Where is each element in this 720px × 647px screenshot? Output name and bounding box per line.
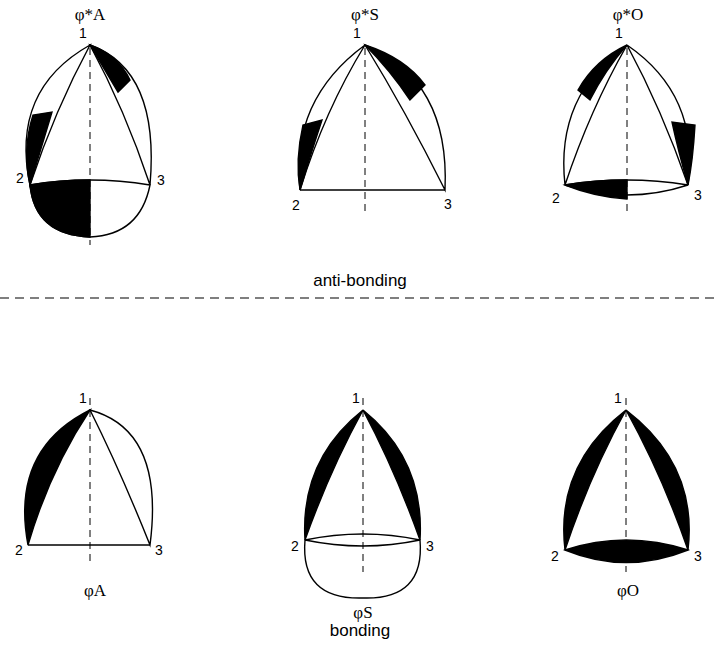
section-heading: anti-bonding [313,272,407,289]
orbital-figure [26,45,151,245]
atom-number: 3 [426,539,434,553]
atom-number: 2 [15,543,23,557]
orbital-figure [305,398,421,598]
atom-number: 2 [291,539,299,553]
section-heading: bonding [330,622,391,639]
atom-number: 1 [79,26,87,40]
orbital-figure [564,45,695,215]
atom-number: 1 [79,391,87,405]
orbital-symbol: φ*O [613,6,644,23]
orbital-figure [298,45,445,212]
atom-number: 3 [444,197,452,211]
atom-number: 3 [694,188,702,202]
atom-number: 1 [352,391,360,405]
orbital-symbol: φ*S [351,6,379,23]
atom-number: 3 [694,549,702,563]
orbital-symbol: φ*A [75,6,106,23]
orbital-symbol: φO [617,582,639,599]
atom-number: 2 [292,198,300,212]
separator-line [0,297,720,298]
atom-number: 2 [16,171,24,185]
atom-number: 1 [615,26,623,40]
orbital-figure [25,398,153,562]
orbital-symbol: φA [84,582,106,599]
atom-number: 1 [353,26,361,40]
atom-number: 1 [614,391,622,405]
atom-number: 2 [552,191,560,205]
orbital-figure [564,398,689,572]
orbital-symbol: φS [353,604,372,621]
atom-number: 2 [551,549,559,563]
atom-number: 3 [157,173,165,187]
atom-number: 3 [155,543,163,557]
